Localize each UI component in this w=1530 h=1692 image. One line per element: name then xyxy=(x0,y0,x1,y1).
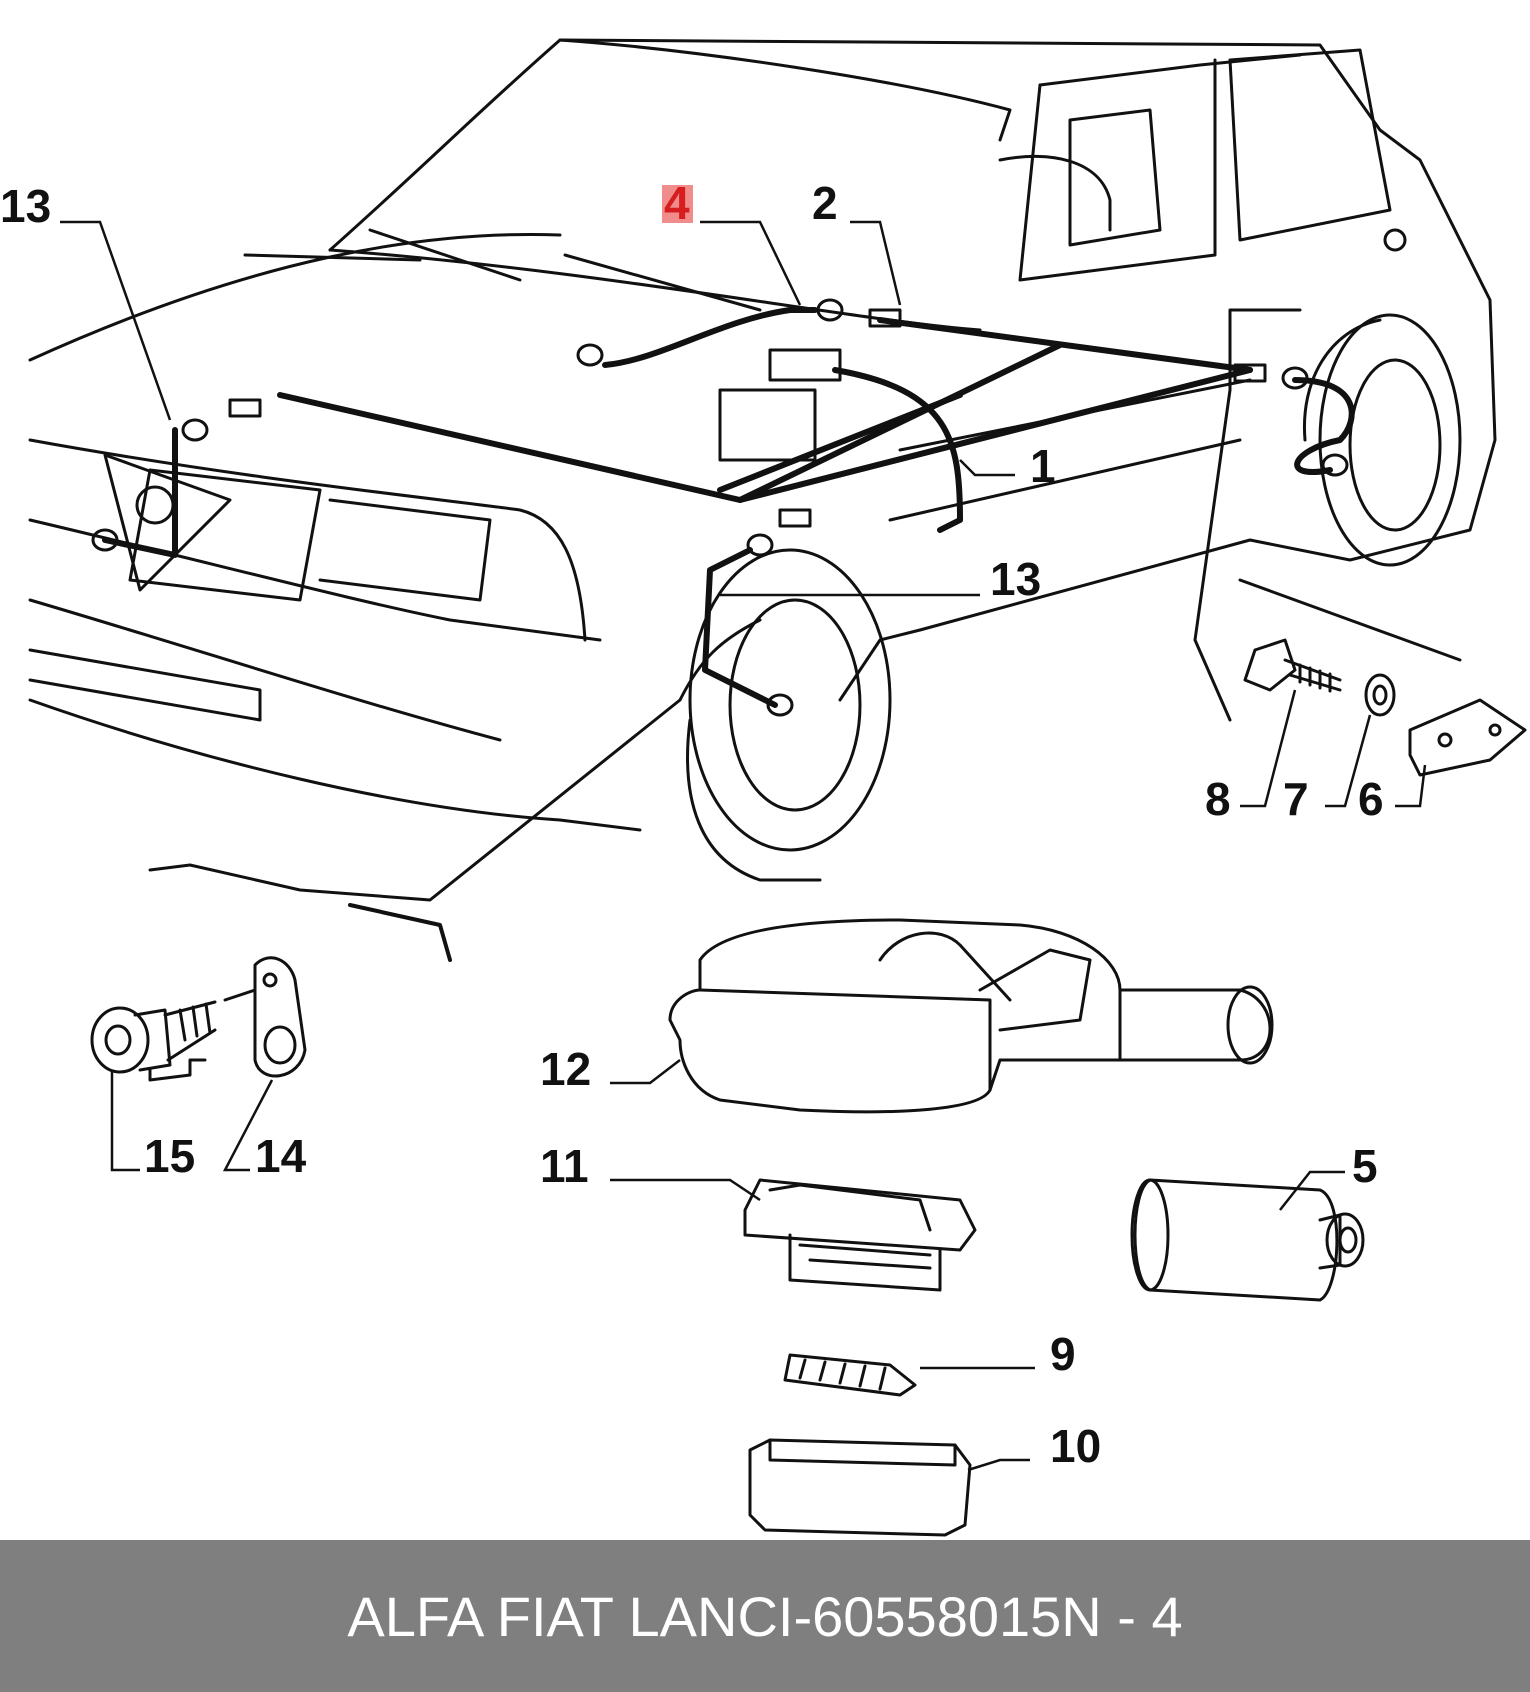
callout-13-top: 13 xyxy=(0,180,51,232)
callout-6: 6 xyxy=(1358,773,1384,825)
callout-9: 9 xyxy=(1050,1328,1076,1380)
screw-and-plate xyxy=(90,956,307,1082)
callout-12: 12 xyxy=(540,1043,591,1095)
parts-diagram: 13 4 2 1 13 8 7 6 12 15 14 11 5 9 10 xyxy=(0,38,1527,1537)
car-outline xyxy=(28,38,1497,902)
callout-11: 11 xyxy=(540,1140,589,1192)
part-11-module xyxy=(743,1178,977,1292)
callout-1: 1 xyxy=(1030,440,1056,492)
highlight-box xyxy=(662,185,693,223)
leader-lines xyxy=(60,220,1427,1472)
callout-7: 7 xyxy=(1283,773,1309,825)
footer-ref: N - 4 xyxy=(1061,1584,1183,1648)
bolt-washer-bracket xyxy=(1193,308,1527,777)
footer-brand: ALFA FIAT LANCI xyxy=(347,1584,794,1648)
callout-13-mid: 13 xyxy=(990,553,1041,605)
part-9-strip xyxy=(783,1353,917,1397)
harness-connectors xyxy=(91,298,1349,717)
part-12-housing xyxy=(668,918,1274,1114)
callout-labels: 13 4 2 1 13 8 7 6 12 15 14 11 5 9 10 xyxy=(0,177,1384,1472)
front-wheel xyxy=(686,548,892,882)
footer-part-number: 60558015 xyxy=(812,1584,1062,1648)
callout-14: 14 xyxy=(255,1130,307,1182)
part-5-sleeve xyxy=(1130,1178,1365,1302)
diagram-canvas: 13 4 2 1 13 8 7 6 12 15 14 11 5 9 10 xyxy=(0,38,1527,1537)
callout-2: 2 xyxy=(812,177,838,229)
footer-bar: ALFA FIAT LANCI - 60558015 N - 4 xyxy=(0,1540,1530,1692)
callout-4: 4 xyxy=(664,177,690,229)
part-10-pad xyxy=(748,1438,972,1537)
callout-10: 10 xyxy=(1050,1420,1101,1472)
wiring-harness xyxy=(102,307,1355,962)
callout-5: 5 xyxy=(1352,1140,1378,1192)
footer-separator: - xyxy=(793,1584,813,1648)
callout-15: 15 xyxy=(144,1130,195,1182)
rear-wheel xyxy=(1302,313,1462,567)
callout-8: 8 xyxy=(1205,773,1231,825)
